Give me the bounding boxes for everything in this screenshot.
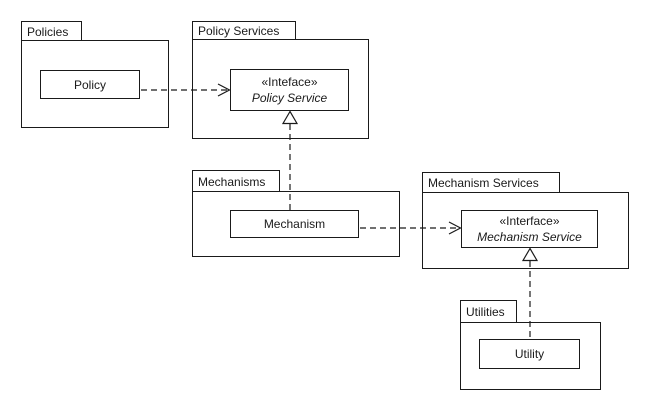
stereotype-mechanism-service: «Interface» [499, 214, 560, 228]
class-mechanism: Mechanism [230, 210, 359, 238]
interface-policy-service: «Inteface» Policy Service [230, 69, 349, 111]
package-label-mechanism-services: Mechanism Services [428, 176, 539, 190]
package-label-utilities: Utilities [466, 305, 505, 319]
package-tab-mechanism-services: Mechanism Services [422, 172, 560, 193]
package-label-policy-services: Policy Services [198, 24, 280, 38]
package-tab-policies: Policies [21, 21, 82, 41]
interface-label-policy-service: Policy Service [251, 91, 328, 105]
package-label-policies: Policies [27, 24, 69, 39]
package-tab-mechanisms: Mechanisms [192, 170, 280, 192]
class-label-policy: Policy [73, 77, 106, 92]
stereotype-policy-service: «Inteface» [261, 75, 318, 89]
class-policy: Policy [40, 70, 140, 99]
interface-label-mechanism-service: Mechanism Service [477, 230, 582, 244]
package-tab-policy-services: Policy Services [192, 21, 296, 40]
class-utility: Utility [479, 339, 580, 369]
class-label-mechanism: Mechanism [263, 217, 326, 231]
interface-mechanism-service: «Interface» Mechanism Service [461, 210, 598, 248]
package-tab-utilities: Utilities [460, 300, 517, 323]
class-label-utility: Utility [514, 347, 545, 361]
package-label-mechanisms: Mechanisms [198, 174, 266, 189]
